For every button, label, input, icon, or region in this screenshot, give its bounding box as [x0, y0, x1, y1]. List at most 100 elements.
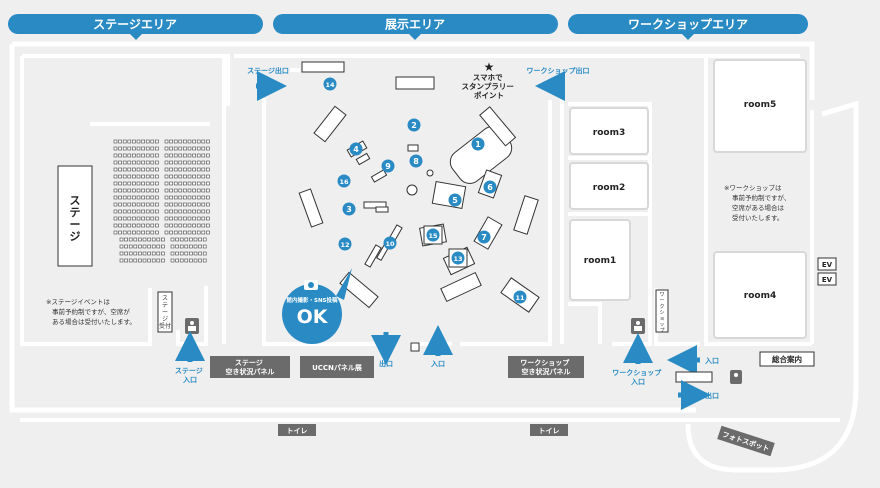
seat: [156, 258, 161, 263]
seat: [128, 251, 133, 256]
seat: [164, 209, 169, 214]
workshop-reception-desk: [655, 289, 669, 333]
seat: [187, 188, 192, 193]
seat: [201, 174, 206, 179]
seat: [196, 216, 201, 221]
seat: [118, 139, 122, 144]
seat: [128, 244, 133, 249]
seat: [118, 202, 122, 207]
seat: [206, 153, 210, 158]
seat: [179, 258, 184, 263]
svg-text:ステージ 空き状況パネル: ステージ 空き状況パネル: [226, 359, 275, 376]
seat: [113, 209, 118, 214]
seat: [150, 146, 155, 151]
seat: [178, 195, 183, 200]
seat: [122, 195, 127, 200]
seat: [169, 216, 173, 221]
seat: [187, 174, 192, 179]
seat: [155, 167, 159, 172]
room1-label: room1: [584, 256, 616, 266]
seat: [136, 216, 141, 221]
room3-label: room3: [593, 128, 625, 138]
seat: [118, 174, 122, 179]
seat: [201, 195, 206, 200]
right-entrance-label: 入口: [704, 357, 719, 365]
stage-status-panel: ステージ 空き状況パネル: [210, 356, 290, 378]
seat: [138, 258, 142, 263]
seat: [164, 160, 169, 165]
reception-icon-stage: [185, 318, 199, 334]
seat: [145, 195, 150, 200]
seat: [187, 146, 192, 151]
seat: [132, 160, 136, 165]
seat: [164, 230, 169, 235]
reception-icon-right: [730, 370, 742, 384]
seat: [178, 216, 183, 221]
exhibit-tables: [298, 61, 540, 352]
seat: [150, 139, 155, 144]
seat: [113, 216, 118, 221]
seat: [147, 251, 151, 256]
seat: [173, 230, 178, 235]
seat: [119, 251, 124, 256]
seat: [193, 258, 198, 263]
seat: [193, 237, 198, 242]
seat: [141, 209, 145, 214]
seat: [198, 244, 202, 249]
seat: [169, 153, 173, 158]
seat: [187, 181, 192, 186]
seat: [173, 209, 178, 214]
seat: [192, 216, 196, 221]
seat: [113, 181, 118, 186]
pillar-small: [426, 169, 434, 177]
seat: [113, 153, 118, 158]
seat: [161, 244, 165, 249]
seat: [196, 223, 201, 228]
seat: [173, 216, 178, 221]
area-header-stage: ステージエリア: [8, 14, 263, 40]
seat: [122, 209, 127, 214]
seat: [206, 181, 210, 186]
seat: [155, 216, 159, 221]
seat: [145, 216, 150, 221]
seat: [132, 216, 136, 221]
seat: [189, 244, 193, 249]
seat: [169, 230, 173, 235]
seat: [183, 167, 187, 172]
exhibit-exit-label: 出口: [379, 359, 393, 368]
seat: [178, 160, 183, 165]
seat: [193, 244, 198, 249]
seat: [132, 139, 136, 144]
stage-label: ステージ: [70, 194, 81, 243]
seat: [201, 167, 206, 172]
seat: [192, 223, 196, 228]
exhibit-area-label: 展示エリア: [385, 18, 445, 32]
seat: [164, 188, 169, 193]
stage-reception-label: ステージ受付: [159, 295, 171, 330]
seat: [132, 202, 136, 207]
seat: [155, 139, 159, 144]
seat: [196, 181, 201, 186]
seat: [141, 174, 145, 179]
seat: [113, 195, 118, 200]
seat: [155, 146, 159, 151]
seat: [124, 244, 128, 249]
seat: [122, 139, 127, 144]
seat: [133, 237, 138, 242]
workshop-area-label: ワークショップエリア: [628, 17, 748, 32]
seat: [145, 230, 150, 235]
elevator-1-label: EV: [822, 261, 833, 269]
seat: [196, 230, 201, 235]
seat: [183, 174, 187, 179]
seat: [150, 230, 155, 235]
seat: [142, 237, 147, 242]
seat: [183, 139, 187, 144]
seat: [122, 223, 127, 228]
seat: [142, 244, 147, 249]
seat: [201, 153, 206, 158]
seat: [196, 209, 201, 214]
seat: [175, 237, 179, 242]
right-exit-label: 出口: [705, 391, 719, 400]
seat: [118, 209, 122, 214]
